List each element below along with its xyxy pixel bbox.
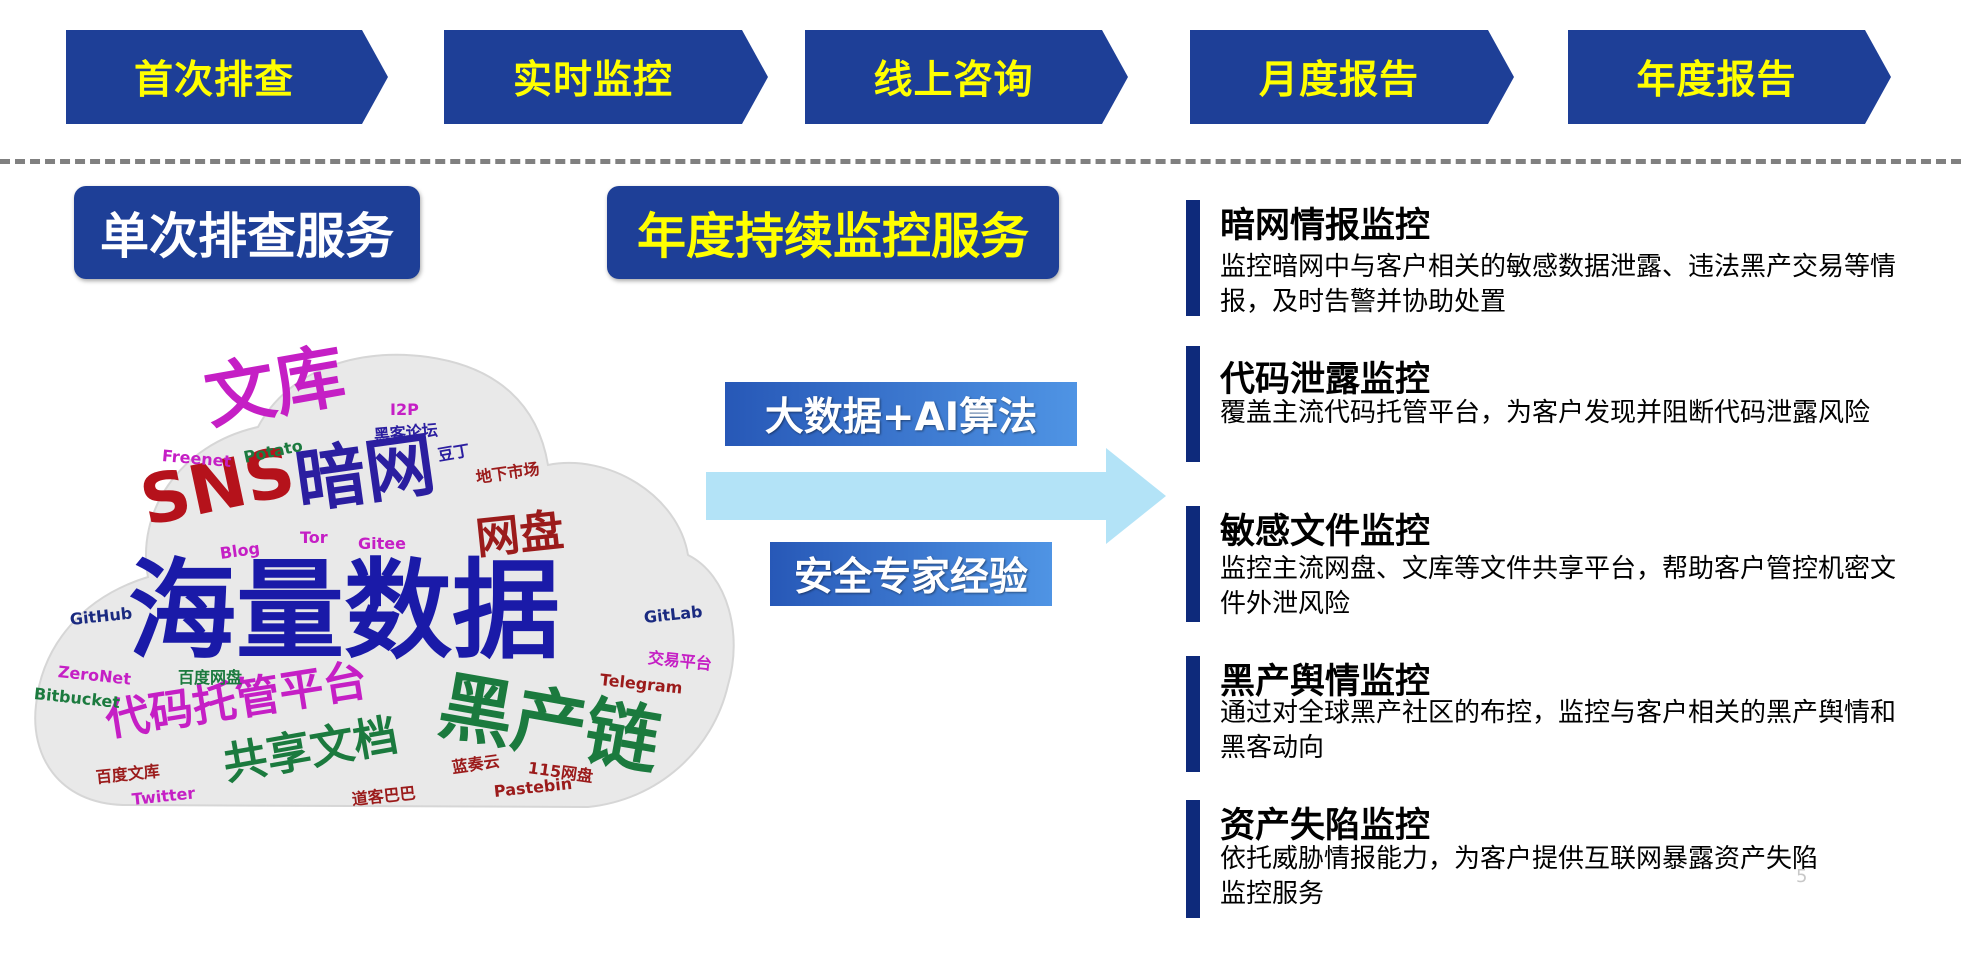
word-massive-data: 海量数据	[128, 549, 561, 674]
item-desc-sensitive-file: 监控主流网盘、文库等文件共享平台，帮助客户管控机密文件外泄风险	[1220, 554, 1897, 619]
section-divider	[0, 159, 1961, 164]
step-annual-report: 年度报告	[1568, 30, 1891, 124]
cloud-shape	[34, 353, 735, 809]
item-bar-code-leak	[1186, 346, 1200, 462]
annual-service-label: 年度持续监控服务	[636, 208, 1029, 265]
step-realtime-monitor: 实时监控	[444, 30, 768, 124]
big-data-ai-text: 大数据+AI算法	[764, 395, 1038, 440]
item-title-sensitive-file: 敏感文件监控	[1220, 512, 1431, 552]
item-desc-darkweb: 监控暗网中与客户相关的敏感数据泄露、违法黑产交易等情报，及时告警并协助处置	[1220, 252, 1897, 317]
item-bar-black-market	[1186, 656, 1200, 772]
step-first-check: 首次排查	[66, 30, 388, 124]
word-i2p: I2P	[390, 400, 419, 419]
step-label: 实时监控	[512, 58, 673, 103]
annual-monitor-service: 年度持续监控服务	[607, 186, 1059, 279]
item-title-darkweb: 暗网情报监控	[1220, 206, 1431, 246]
item-desc-code-leak: 覆盖主流代码托管平台，为客户发现并阻断代码泄露风险	[1220, 398, 1871, 428]
single-service-label: 单次排查服务	[99, 208, 394, 265]
security-expert-text: 安全专家经验	[793, 555, 1028, 600]
single-check-service: 单次排查服务	[74, 186, 420, 279]
step-label: 首次排查	[133, 58, 294, 103]
security-expert-label: 安全专家经验	[770, 542, 1052, 606]
word-netdisk: 网盘	[473, 504, 567, 565]
item-title-asset-compromise: 资产失陷监控	[1220, 806, 1431, 846]
word-darkweb: 暗网	[290, 422, 441, 524]
big-data-ai-label: 大数据+AI算法	[725, 382, 1077, 446]
word-baidu-netdisk: 百度网盘	[178, 668, 243, 687]
word-tor: Tor	[300, 528, 328, 547]
item-desc-black-market: 通过对全球黑产社区的布控，监控与客户相关的黑产舆情和黑客动向	[1220, 698, 1897, 763]
step-monthly-report: 月度报告	[1190, 30, 1514, 124]
cloud-fill	[34, 353, 735, 809]
arrow-shape	[706, 448, 1166, 544]
item-title-black-market: 黑产舆情监控	[1220, 662, 1431, 702]
item-desc-asset-compromise: 依托威胁情报能力，为客户提供互联网暴露资产失陷监控服务	[1220, 844, 1819, 909]
right-arrow	[706, 448, 1166, 544]
step-label: 年度报告	[1636, 58, 1797, 103]
item-bar-darkweb	[1186, 200, 1200, 316]
step-label: 月度报告	[1258, 58, 1419, 103]
item-title-code-leak: 代码泄露监控	[1220, 360, 1431, 400]
item-bar-asset-compromise	[1186, 800, 1200, 918]
word-gitee: Gitee	[358, 534, 406, 553]
item-bar-sensitive-file	[1186, 506, 1200, 622]
page-number: 5	[1796, 866, 1808, 887]
step-label: 线上咨询	[873, 58, 1034, 103]
step-online-consult: 线上咨询	[805, 30, 1128, 124]
